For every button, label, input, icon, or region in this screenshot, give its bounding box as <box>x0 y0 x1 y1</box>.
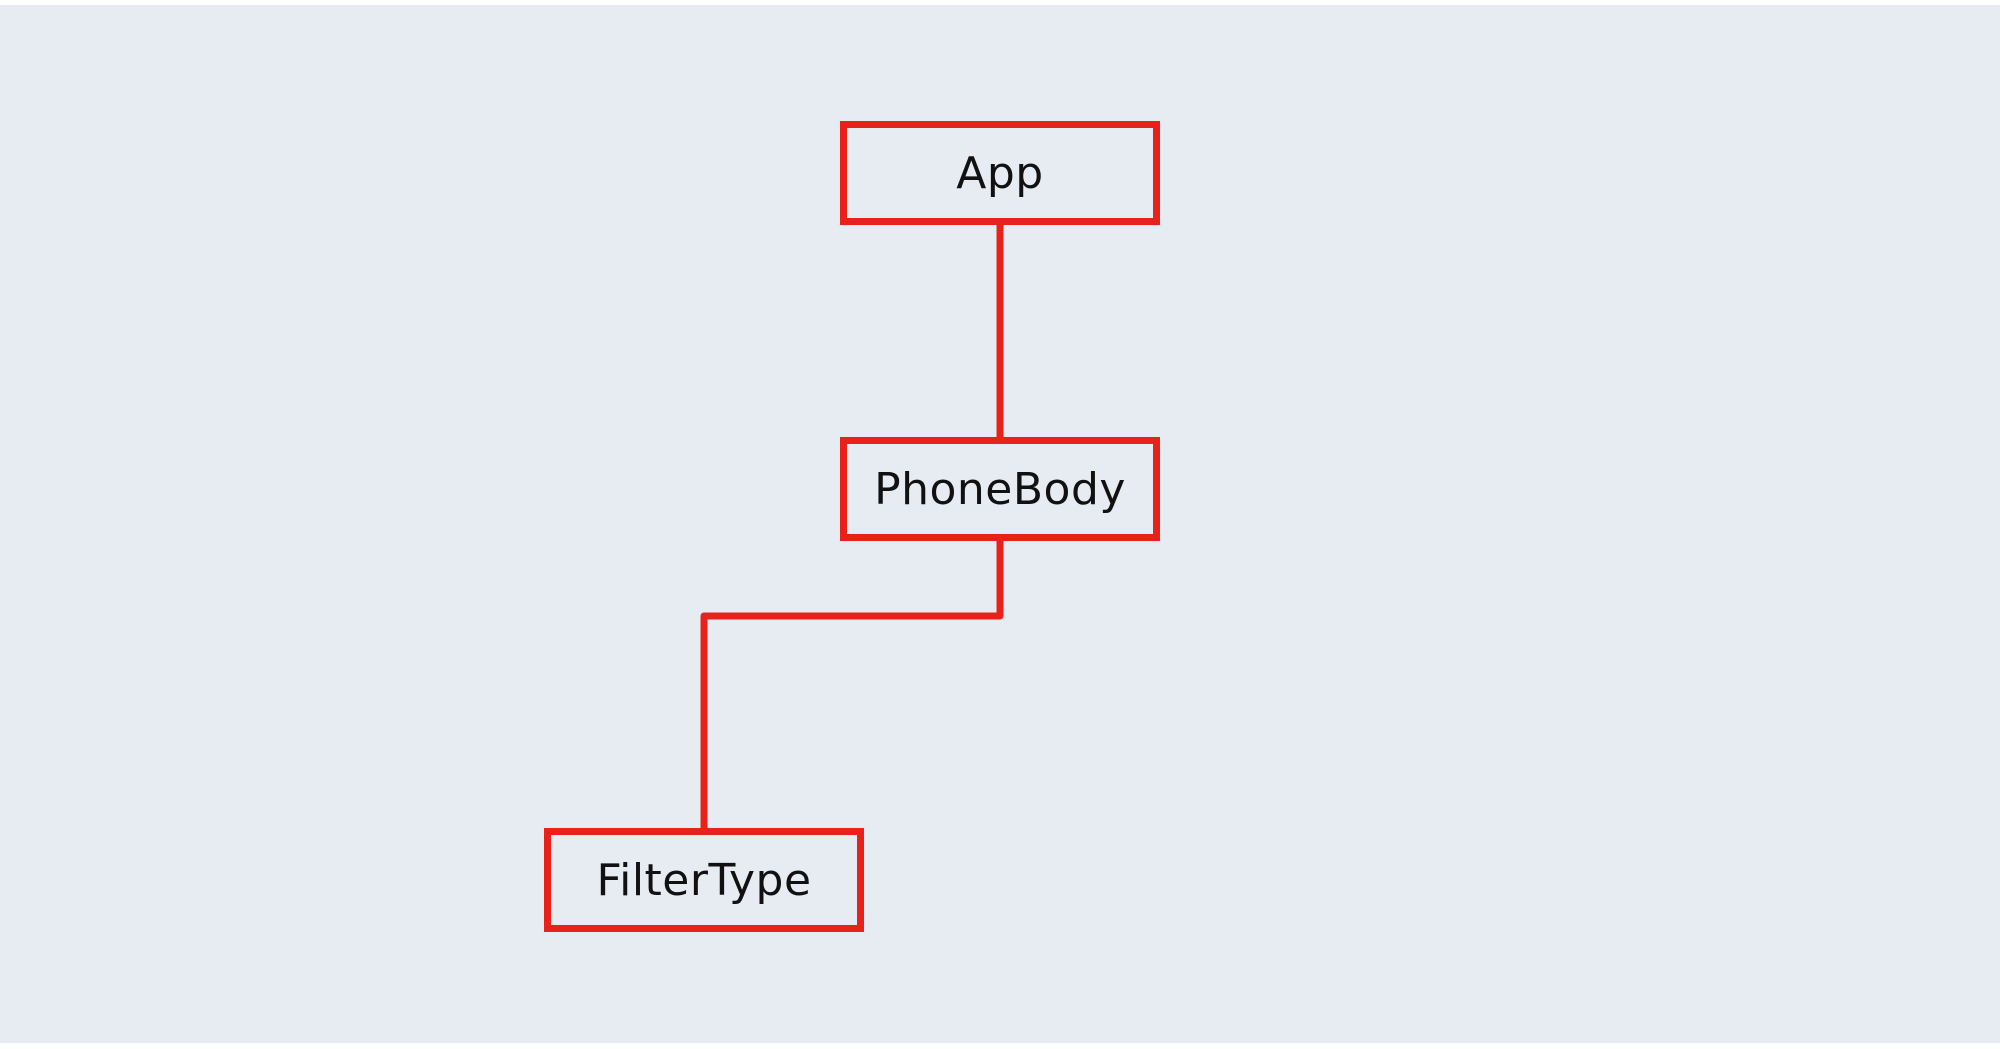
edge-phonebody-to-filtertype <box>700 537 1004 832</box>
node-app-label: App <box>956 147 1044 199</box>
node-phonebody-label: PhoneBody <box>874 463 1126 515</box>
node-filtertype[interactable]: FilterType <box>544 828 864 932</box>
node-app[interactable]: App <box>840 121 1160 225</box>
node-filtertype-label: FilterType <box>596 854 812 906</box>
node-phonebody[interactable]: PhoneBody <box>840 437 1160 541</box>
